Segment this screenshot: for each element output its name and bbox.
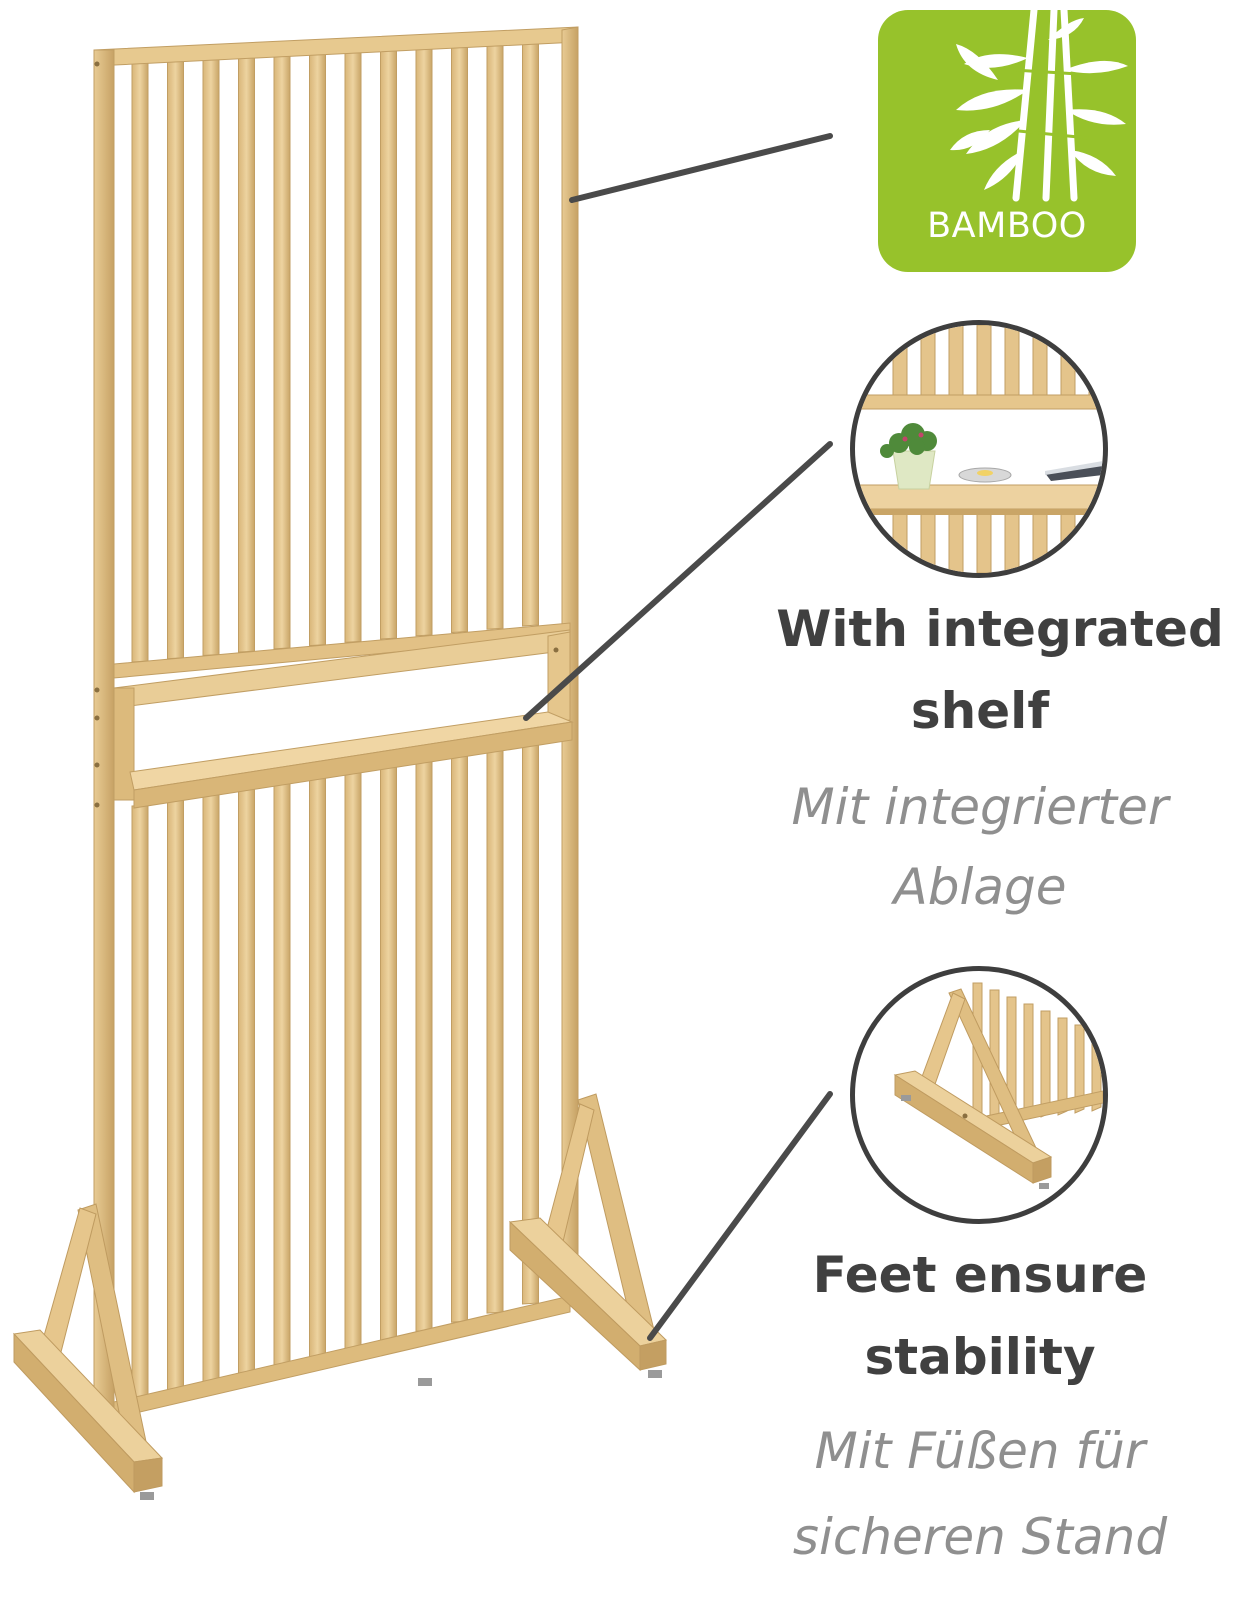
lower-slat	[451, 747, 468, 1323]
detail-slat	[1060, 325, 1076, 398]
lower-slat	[131, 804, 149, 1405]
lower-slats	[131, 734, 539, 1405]
feature-subtitle-shelf-line1: Mit integrierter	[791, 778, 1169, 836]
detail-slat	[1032, 325, 1048, 398]
upper-slat	[167, 58, 184, 660]
right-foot	[418, 1093, 668, 1386]
detail-slat	[1004, 325, 1020, 398]
detail-slat	[1088, 325, 1103, 398]
upper-slat	[486, 40, 504, 630]
upper-slat	[238, 54, 255, 653]
upper-slat	[273, 52, 291, 650]
lower-slat	[167, 798, 184, 1396]
lower-slat	[344, 766, 362, 1350]
detail-slat	[920, 512, 936, 573]
detail-slat	[920, 325, 936, 398]
callout-lines	[523, 133, 833, 1341]
detail-slat	[1088, 512, 1103, 573]
left-foot	[12, 1203, 164, 1500]
feature-subtitle-shelf-line2: Ablage	[893, 858, 1067, 916]
upper-slat	[131, 60, 149, 663]
upper-slat	[380, 46, 397, 640]
lower-slat	[309, 772, 326, 1360]
feature-title-feet-line2: stability	[864, 1328, 1096, 1386]
feature-title-feet-line1: Feet ensure	[812, 1246, 1148, 1304]
lower-slat	[380, 759, 397, 1341]
lower-slat	[486, 740, 504, 1314]
detail-slat	[976, 512, 992, 573]
detail-slat	[892, 512, 908, 573]
detail-slat	[1040, 1010, 1051, 1118]
upper-slat	[415, 44, 433, 637]
upper-slat	[344, 48, 362, 643]
detail-slat	[1060, 512, 1076, 573]
lower-slat	[273, 779, 291, 1369]
upper-slat	[522, 38, 539, 627]
feature-subtitle-feet-line2: sicheren Stand	[792, 1508, 1168, 1566]
screws	[94, 61, 559, 808]
shelf-detail-circle	[850, 320, 1108, 578]
bamboo-badge: BAMBOO	[878, 10, 1136, 272]
detail-slat	[1023, 1003, 1034, 1120]
detail-slat	[976, 325, 992, 398]
lower-slat	[238, 785, 255, 1378]
detail-slat	[948, 325, 964, 398]
feet-detail-image	[893, 982, 1103, 1189]
shelf	[113, 629, 574, 809]
shelf-detail-image	[855, 325, 1103, 573]
detail-slat	[892, 325, 908, 398]
detail-slat	[1004, 512, 1020, 573]
feature-title-shelf-line1: With integrated	[776, 600, 1224, 658]
feature-subtitle-feet-line1: Mit Füßen für	[814, 1422, 1146, 1480]
badge-label: BAMBOO	[927, 206, 1087, 246]
upper-slats	[131, 38, 539, 663]
frame-top-rail	[93, 26, 579, 67]
bamboo-icon	[950, 10, 1128, 202]
lower-slat	[202, 791, 220, 1387]
detail-slat	[1074, 1024, 1085, 1114]
upper-slat	[309, 50, 326, 647]
lower-slat	[415, 753, 433, 1332]
upper-slat	[202, 56, 220, 656]
feet-detail-circle	[850, 966, 1108, 1224]
feature-title-shelf-line2: shelf	[910, 682, 1050, 740]
upper-slat	[451, 42, 468, 634]
detail-slat	[948, 512, 964, 573]
detail-slat	[1091, 1031, 1102, 1112]
detail-slat	[1032, 512, 1048, 573]
